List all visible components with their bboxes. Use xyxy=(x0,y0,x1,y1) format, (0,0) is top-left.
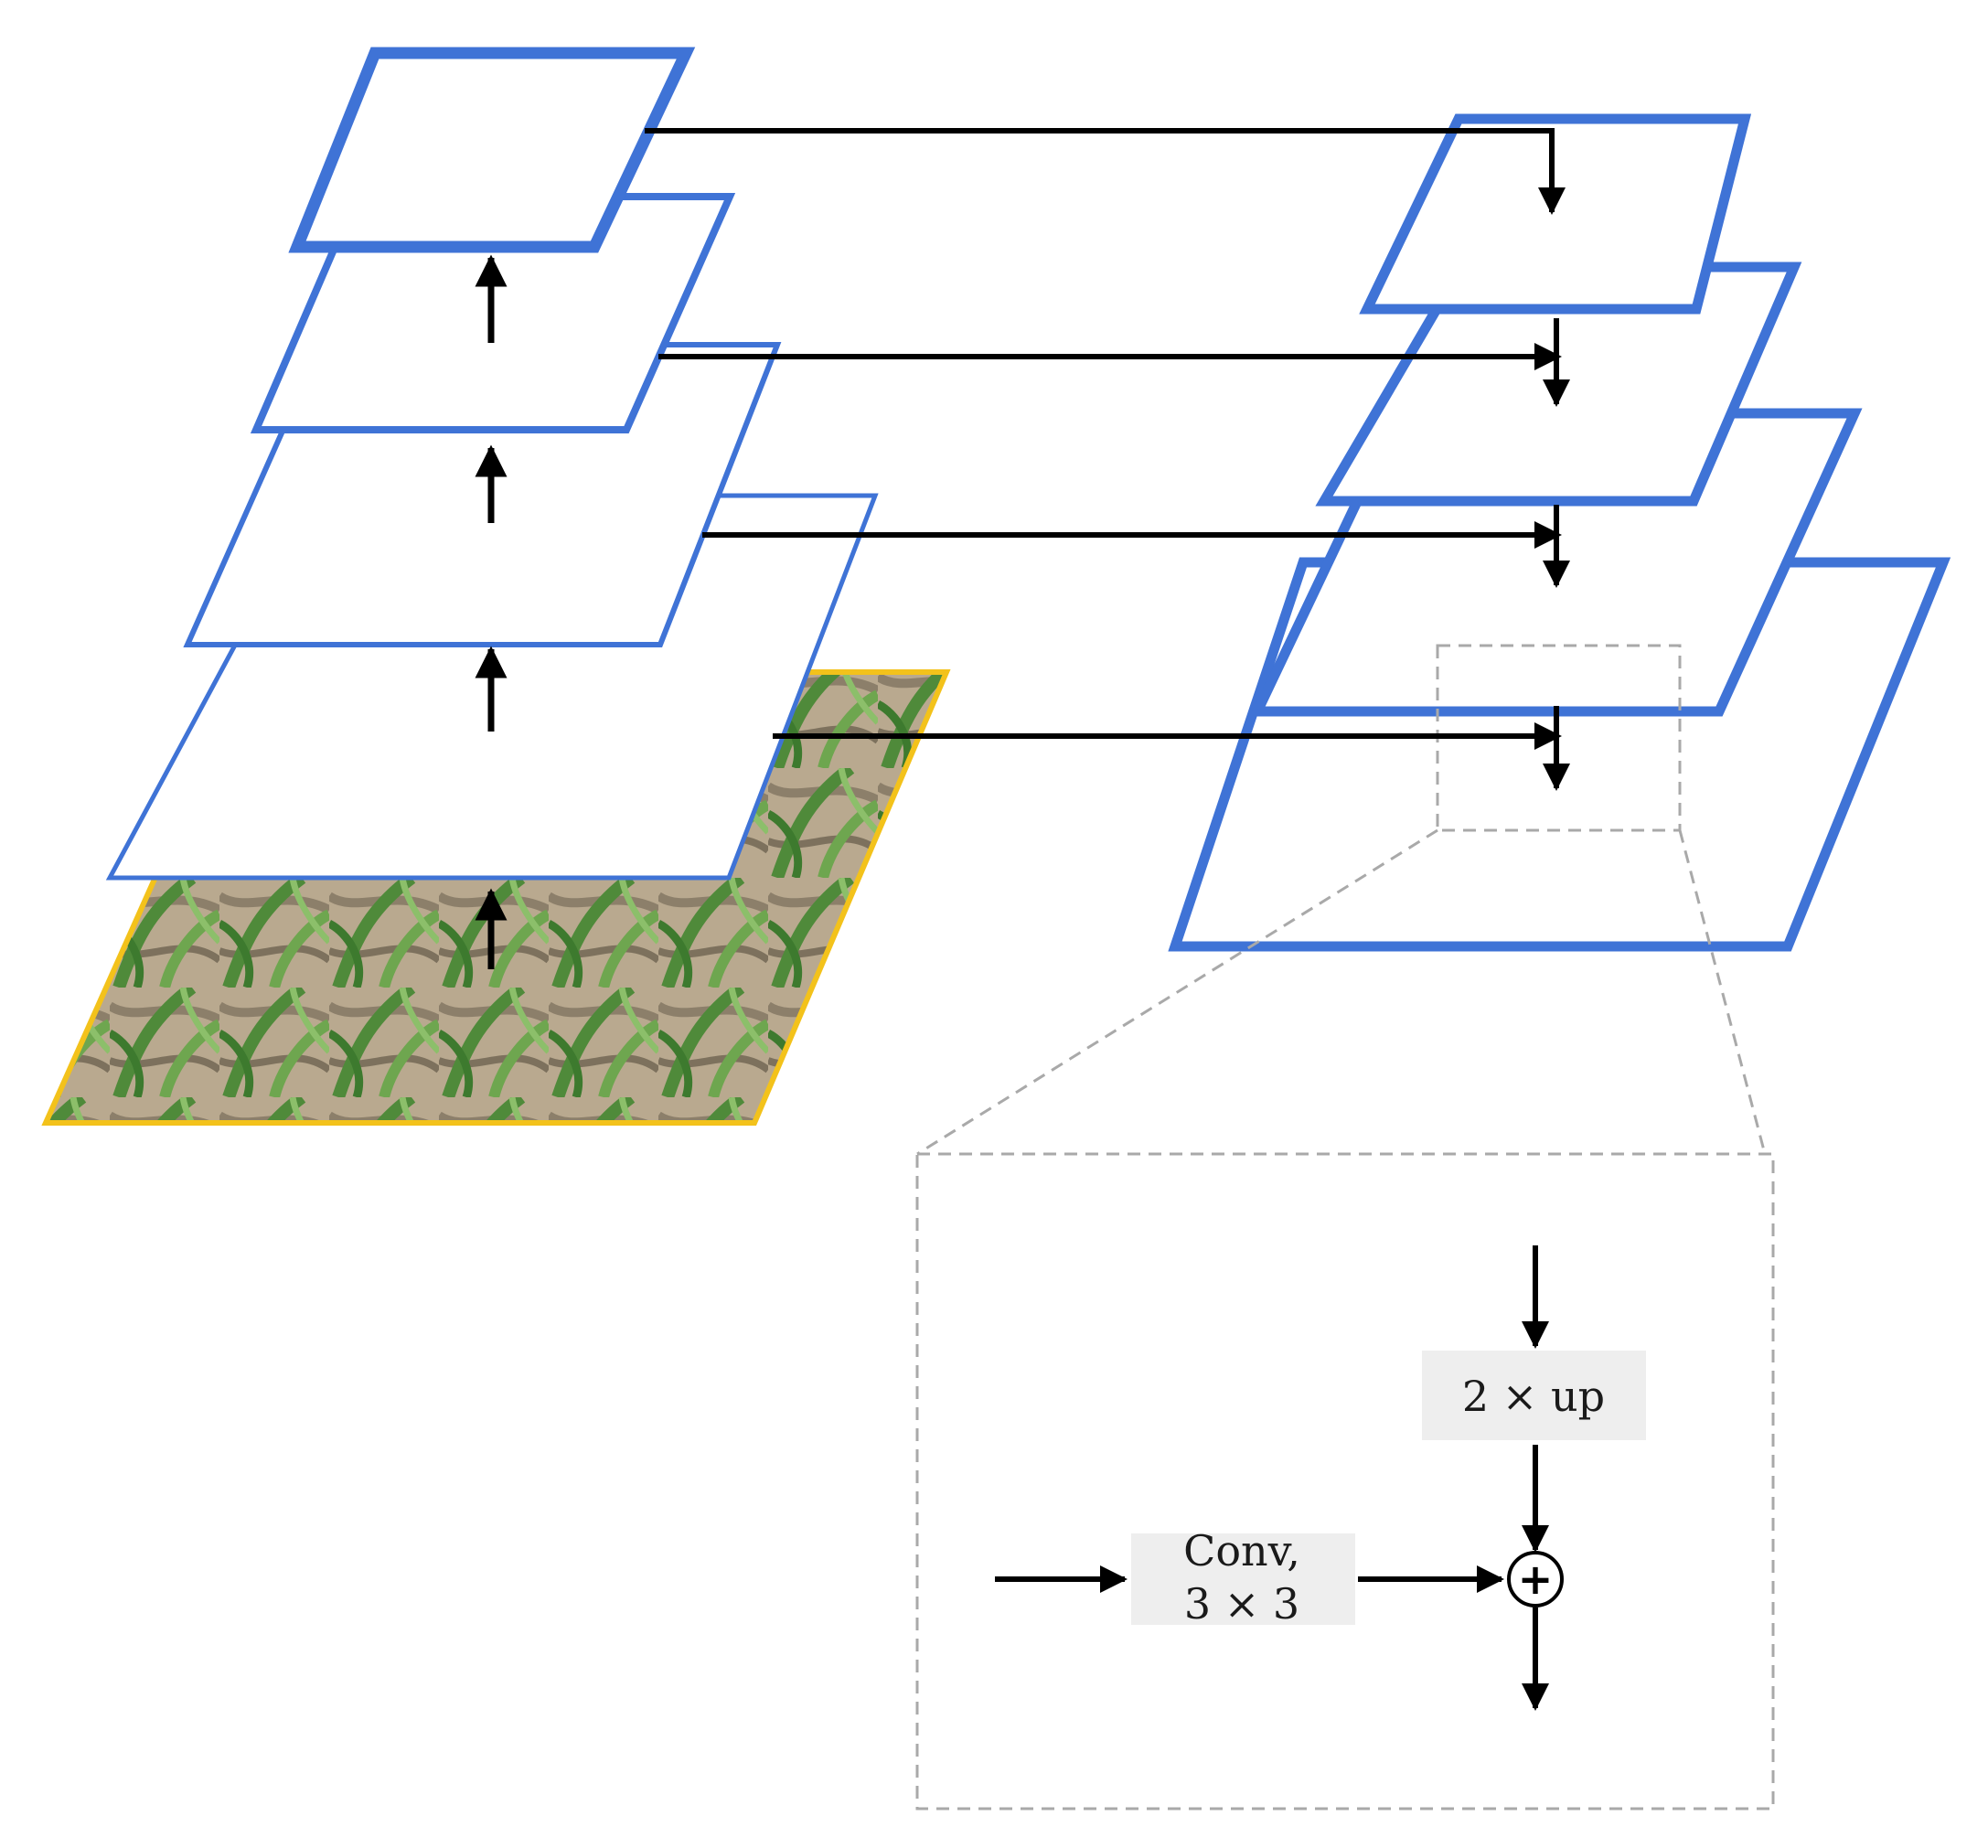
add-circle-icon xyxy=(1507,1551,1564,1608)
conv-block xyxy=(1131,1533,1355,1625)
add-symbol: + xyxy=(1518,1554,1554,1604)
top-down-level-4 xyxy=(1359,113,1752,315)
bottom-up-pyramid xyxy=(105,47,879,881)
zoom-detail-box xyxy=(915,1152,1775,1811)
upsample-block xyxy=(1422,1351,1646,1440)
lateral-connections xyxy=(645,128,1566,750)
zoom-guide-right xyxy=(1678,829,1767,1155)
conv-label-line2: 3 × 3 xyxy=(1184,1579,1299,1629)
conv-label-line1: Conv, xyxy=(1183,1526,1300,1576)
merge-block-detail: 2 × up Conv, 3 × 3 + xyxy=(995,1245,1646,1711)
bottom-up-level-4 xyxy=(288,47,696,253)
upsample-label: 2 × up xyxy=(1462,1372,1605,1421)
zoom-guide-left xyxy=(916,828,1438,1156)
arrow-icon xyxy=(645,128,1566,215)
